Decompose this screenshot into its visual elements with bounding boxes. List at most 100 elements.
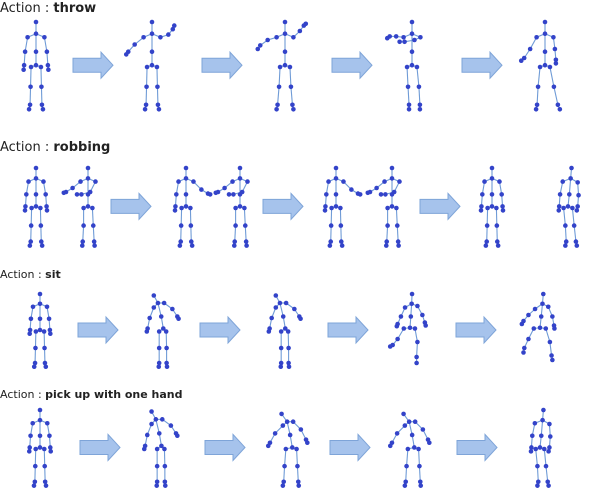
skeleton-joint xyxy=(21,67,26,72)
skeleton-joint xyxy=(32,463,38,469)
skeleton-joint xyxy=(163,329,169,334)
skeleton-bone xyxy=(296,448,298,467)
skeleton-joint xyxy=(420,312,425,318)
skeleton-joint xyxy=(557,107,563,112)
skeleton-joint xyxy=(37,291,43,297)
skeleton-joint xyxy=(391,189,397,195)
skeleton-joint xyxy=(286,360,291,366)
skeleton-joint xyxy=(273,293,279,298)
skeleton-bone xyxy=(407,86,410,105)
skeleton-joint xyxy=(556,204,562,209)
skeleton-joint xyxy=(176,316,181,322)
skeleton-joint xyxy=(44,420,50,426)
skeleton-joint xyxy=(282,62,288,68)
skeleton-joint xyxy=(374,185,379,191)
skeleton-joint xyxy=(183,165,189,171)
skeleton-joint xyxy=(545,479,551,485)
skeleton-joint xyxy=(278,364,284,370)
skeleton-joint xyxy=(540,417,545,423)
skeleton-bone xyxy=(573,225,577,242)
skeleton-joint xyxy=(401,326,407,331)
skeleton-joint xyxy=(409,19,415,25)
skeleton-joint xyxy=(305,440,310,446)
skeleton-joint xyxy=(27,243,33,248)
skeleton-joint xyxy=(537,64,543,70)
skeleton-joint xyxy=(283,326,288,331)
skeleton-joint xyxy=(393,34,399,39)
skeleton-joint xyxy=(178,239,184,244)
skeleton-joint xyxy=(291,107,296,112)
skeleton-joint xyxy=(226,192,232,197)
skeleton-joint xyxy=(406,419,412,425)
skeleton-joint xyxy=(155,84,160,90)
skeleton-bone xyxy=(157,302,162,317)
skeleton-joint xyxy=(575,180,580,185)
skeleton-joint xyxy=(85,176,91,181)
skeleton-joint xyxy=(569,165,574,171)
skeleton-joint xyxy=(412,37,417,43)
skeleton-joint xyxy=(291,35,296,40)
skeleton-joint xyxy=(42,479,48,485)
skeleton-joint xyxy=(166,32,171,37)
skeleton-joint xyxy=(365,190,371,196)
skeleton-joint xyxy=(21,62,27,68)
skeleton-joint xyxy=(40,107,46,112)
skeleton-joint xyxy=(44,208,50,213)
skeleton-joint xyxy=(287,432,293,438)
right-arrow-icon xyxy=(455,315,497,345)
skeleton-joint xyxy=(233,223,238,228)
skeleton-joint xyxy=(45,62,51,68)
skeleton-joint xyxy=(294,446,299,452)
skeleton-joint xyxy=(349,187,354,192)
skeleton-bone xyxy=(405,466,408,482)
skeleton-joint xyxy=(328,239,334,244)
skeleton-joint xyxy=(286,345,291,351)
skeleton-joint xyxy=(85,165,91,171)
skeleton-joint xyxy=(288,84,294,90)
skeleton-joint xyxy=(274,35,279,40)
skeleton-figure xyxy=(322,165,363,248)
skeleton-joint xyxy=(500,208,506,213)
skeleton-joint xyxy=(28,316,34,322)
skeleton-joint xyxy=(170,26,176,32)
skeleton-joint xyxy=(42,35,47,40)
skeleton-joint xyxy=(553,57,559,63)
skeleton-joint xyxy=(418,483,424,488)
right-arrow-icon xyxy=(201,50,243,80)
action-name: sit xyxy=(45,268,61,281)
skeleton-joint xyxy=(144,432,150,438)
skeleton-joint xyxy=(149,31,155,36)
skeleton-bone xyxy=(277,86,280,105)
skeleton-joint xyxy=(478,208,484,213)
skeleton-joint xyxy=(175,433,180,439)
skeleton-bone xyxy=(545,328,551,343)
skeleton-joint xyxy=(24,192,29,197)
skeleton-joint xyxy=(322,208,328,213)
skeleton-joint xyxy=(41,179,46,184)
skeleton-joint xyxy=(526,312,531,318)
skeleton-joint xyxy=(46,316,52,322)
right-arrow-icon xyxy=(79,433,121,462)
skeleton-joint xyxy=(265,443,271,449)
skeleton-bone xyxy=(244,225,247,242)
skeleton-joint xyxy=(556,208,562,213)
skeleton-joint xyxy=(551,35,556,40)
skeleton-joint xyxy=(233,205,238,211)
skeleton-joint xyxy=(33,204,39,209)
right-arrow-icon xyxy=(77,315,119,345)
skeleton-joint xyxy=(188,223,194,228)
skeleton-joint xyxy=(549,353,554,358)
skeleton-joint xyxy=(47,433,52,439)
skeleton-joint xyxy=(30,420,36,426)
skeleton-joint xyxy=(542,31,548,36)
skeleton-joint xyxy=(415,303,420,309)
skeleton-joint xyxy=(149,409,154,414)
skeleton-joint xyxy=(420,427,426,432)
skeleton-bone xyxy=(92,225,95,242)
skeleton-joint xyxy=(179,205,184,211)
skeleton-figure xyxy=(144,293,181,370)
skeleton-figure xyxy=(26,407,54,488)
skeleton-joint xyxy=(483,243,489,248)
skeleton-joint xyxy=(265,37,270,43)
